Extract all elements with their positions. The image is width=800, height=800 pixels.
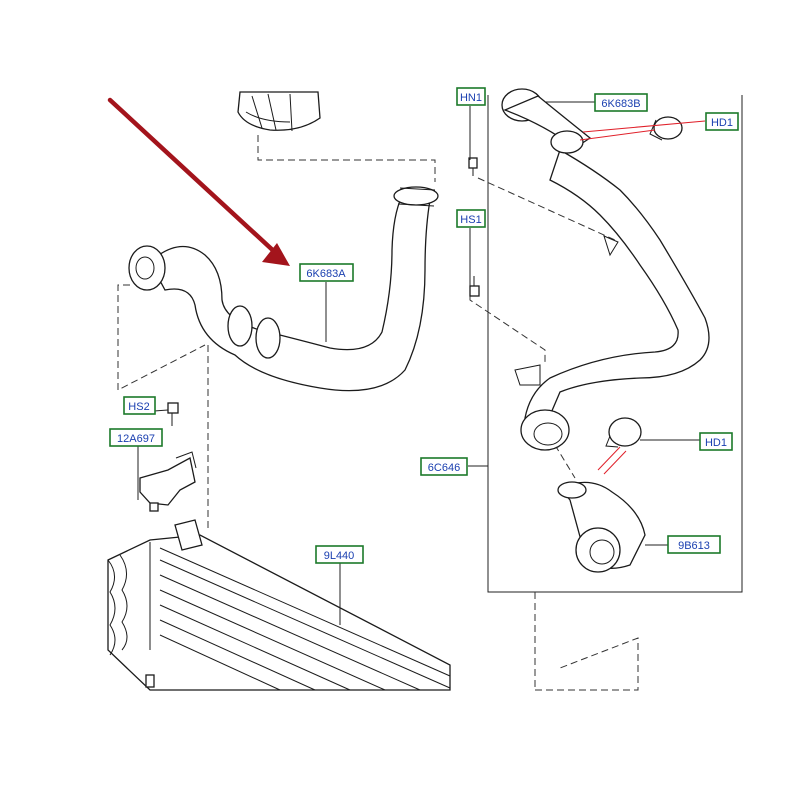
leader-lines xyxy=(137,101,700,625)
dashed-guides xyxy=(117,135,639,691)
intercooler-9l440 xyxy=(107,519,451,691)
label-hs2: HS2 xyxy=(123,396,156,415)
label-9b613: 9B613 xyxy=(667,535,721,554)
label-hs2-text: HS2 xyxy=(128,401,149,413)
label-6c646-text: 6C646 xyxy=(428,462,460,474)
label-hd1-top-text: HD1 xyxy=(711,117,733,129)
label-hd1-top: HD1 xyxy=(705,112,739,131)
assembly-frame xyxy=(487,95,743,593)
label-12a697-text: 12A697 xyxy=(117,433,155,445)
label-hs1-text: HS1 xyxy=(460,214,481,226)
hose-6k683b xyxy=(501,88,710,451)
hose-6k683a xyxy=(128,186,439,392)
label-hs1: HS1 xyxy=(456,209,486,228)
label-6c646: 6C646 xyxy=(420,457,468,476)
pipe-9b613 xyxy=(557,481,646,573)
label-6k683a-text: 6K683A xyxy=(306,268,346,280)
sensor-bracket-12a697 xyxy=(139,451,197,512)
intake-stub xyxy=(237,91,321,132)
clamp-hd1-top xyxy=(649,116,683,141)
label-hd1-mid-text: HD1 xyxy=(705,437,727,449)
label-hn1-text: HN1 xyxy=(460,92,482,104)
screw-hs1 xyxy=(469,276,480,297)
clamp-leaders xyxy=(579,120,706,475)
label-9l440: 9L440 xyxy=(315,545,364,564)
label-hn1: HN1 xyxy=(456,87,486,106)
label-hd1-mid: HD1 xyxy=(699,432,733,451)
pointer-arrow xyxy=(107,97,290,266)
label-9l440-text: 9L440 xyxy=(324,550,355,562)
label-12a697: 12A697 xyxy=(109,428,163,447)
screw-hs2 xyxy=(167,402,179,426)
screw-hn1 xyxy=(468,157,478,176)
clamp-hd1-mid xyxy=(605,417,642,448)
label-9b613-text: 9B613 xyxy=(678,540,710,552)
label-6k683b-text: 6K683B xyxy=(601,98,640,110)
label-6k683a: 6K683A xyxy=(299,263,354,282)
label-6k683b: 6K683B xyxy=(594,93,648,112)
